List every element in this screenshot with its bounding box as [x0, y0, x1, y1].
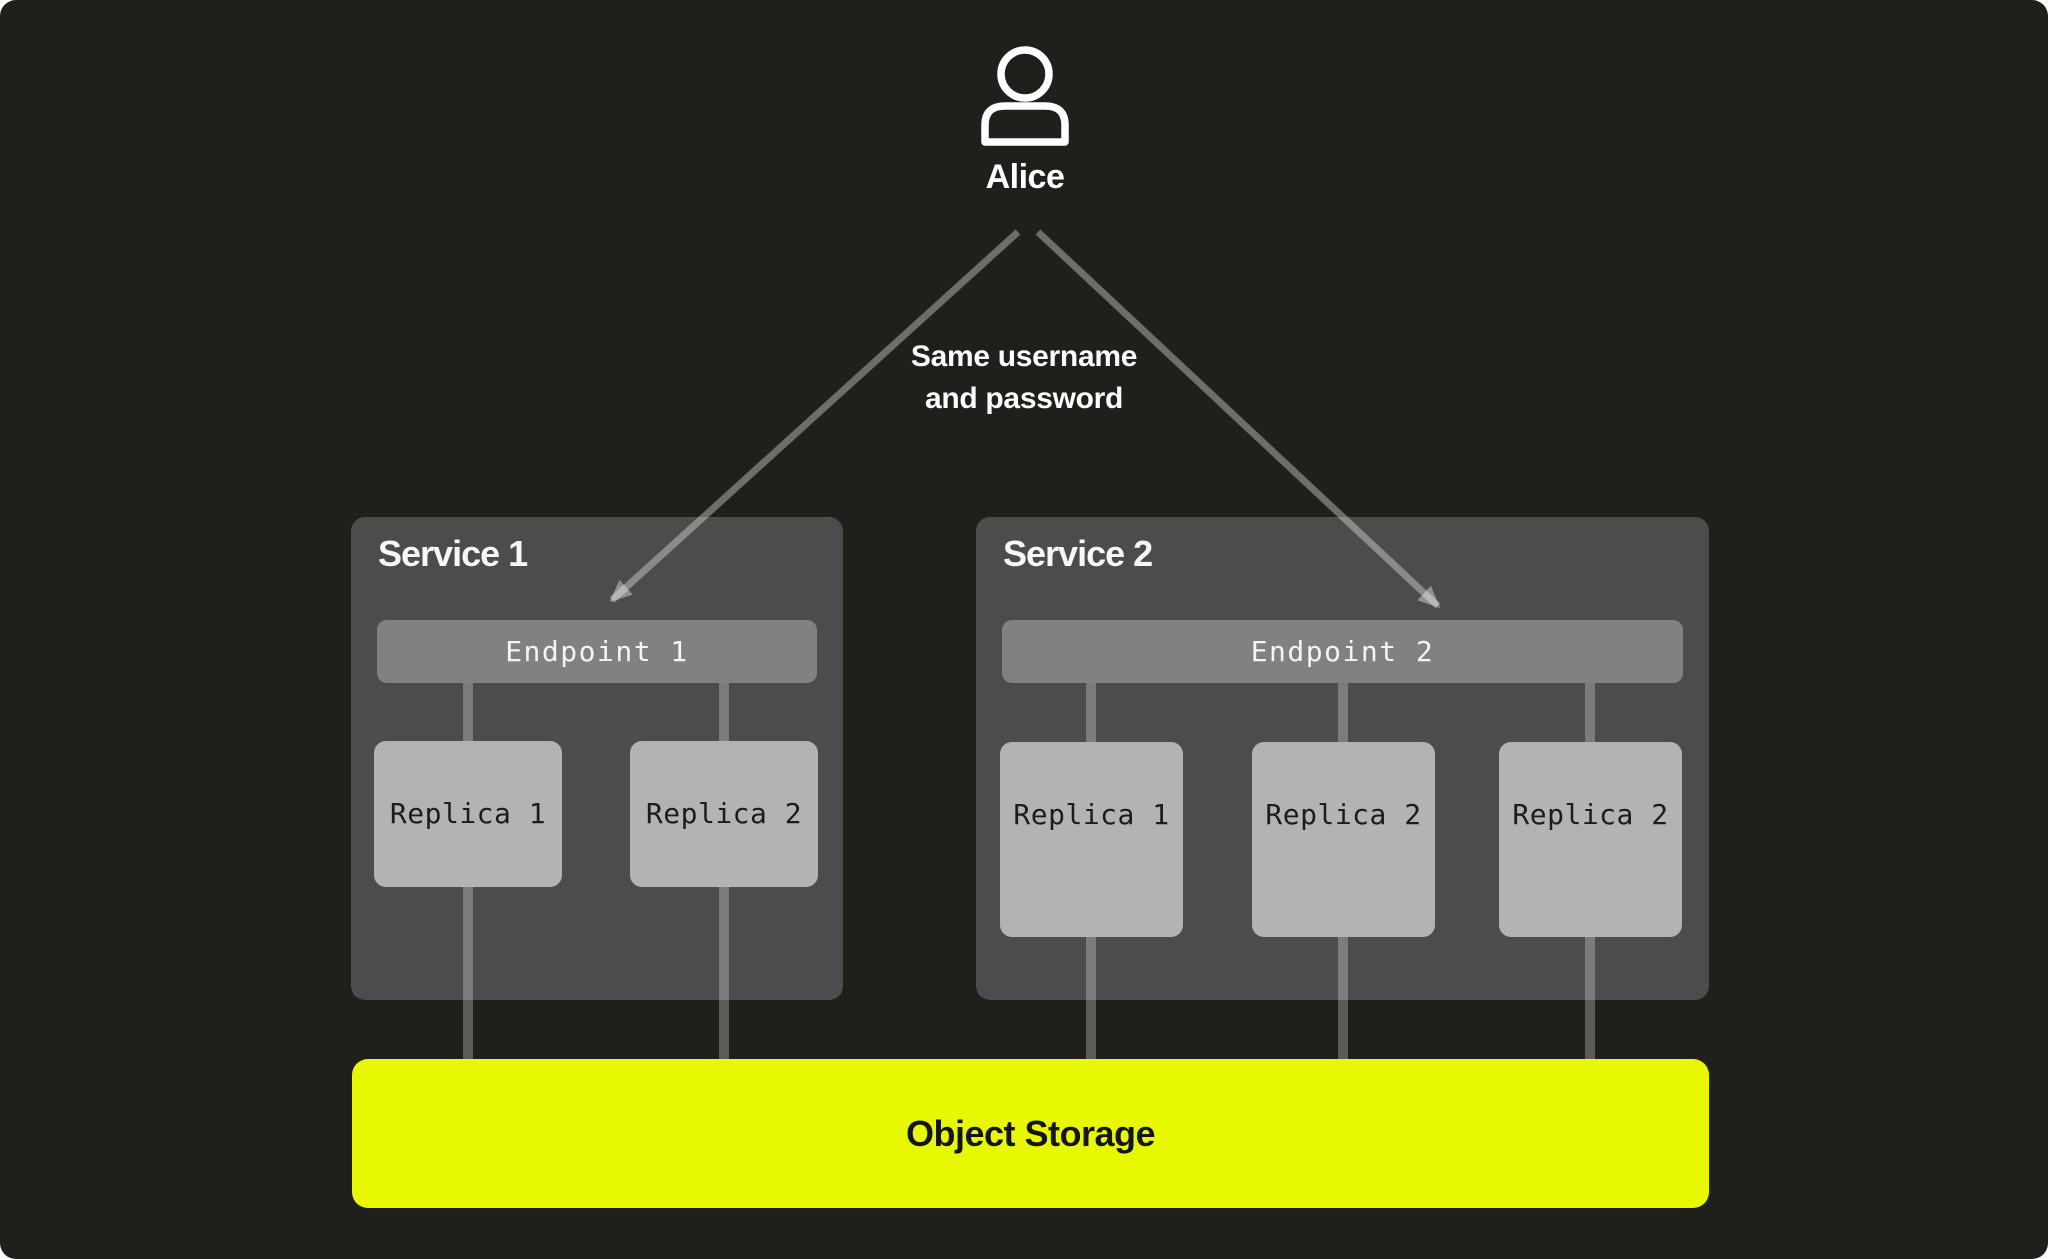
- alice-user: Alice: [925, 40, 1125, 200]
- service-2-replica-3: Replica 2: [1499, 742, 1682, 937]
- endpoint-2-label: Endpoint 2: [1250, 635, 1435, 668]
- service-2-title: Service 2: [1003, 533, 1153, 574]
- replica-label: Replica 2: [1512, 798, 1669, 831]
- service-2-replica-2: Replica 2: [1252, 742, 1435, 937]
- endpoint-1-bar: Endpoint 1: [377, 620, 817, 683]
- service-1-replica-2: Replica 2: [630, 741, 818, 887]
- person-icon: [981, 46, 1069, 146]
- arrows-caption: Same username and password: [824, 336, 1224, 420]
- replica-label: Replica 1: [389, 797, 547, 830]
- alice-label: Alice: [985, 158, 1065, 196]
- replica-label: Replica 1: [1013, 798, 1170, 831]
- service-1-replica-1: Replica 1: [374, 741, 562, 887]
- object-storage-bar: Object Storage: [352, 1059, 1709, 1208]
- endpoint-2-bar: Endpoint 2: [1002, 620, 1683, 683]
- service-2-replica-1: Replica 1: [1000, 742, 1183, 937]
- replica-label: Replica 2: [645, 797, 803, 830]
- object-storage-label: Object Storage: [905, 1112, 1156, 1154]
- endpoint-1-label: Endpoint 1: [505, 635, 689, 668]
- replica-label: Replica 2: [1265, 798, 1422, 831]
- service-1-title: Service 1: [378, 533, 528, 574]
- caption-line-2: and password: [924, 382, 1124, 415]
- caption-line-1: Same username: [910, 340, 1138, 373]
